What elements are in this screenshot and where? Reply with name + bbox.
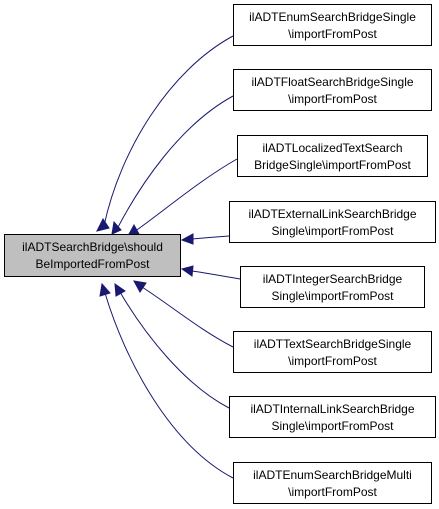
node-text-search-bridge-single[interactable]: ilADTTextSearchBridgeSingle \importFromP… (233, 331, 432, 373)
edge-enum-single (96, 35, 234, 232)
node-enum-search-bridge-single[interactable]: ilADTEnumSearchBridgeSingle \importFromP… (233, 4, 432, 46)
edge-internal-link (114, 282, 230, 409)
node-label-line1: ilADTInternalLinkSearchBridge (250, 402, 414, 416)
node-external-link-search-bridge-single[interactable]: ilADTExternalLinkSearchBridge Single\imp… (229, 201, 436, 243)
node-label-line2: Single\importFromPost (271, 419, 394, 433)
edges (96, 35, 241, 479)
node-label-line1: ilADTEnumSearchBridgeMulti (253, 468, 412, 482)
node-label-line2: \importFromPost (288, 354, 377, 368)
node-label-line1: ilADTIntegerSearchBridge (263, 272, 403, 286)
node-label-line2: Single\importFromPost (271, 224, 394, 238)
node-label-line1: ilADTExternalLinkSearchBridge (248, 207, 416, 221)
main-node[interactable]: ilADTSearchBridge\should BeImportedFromP… (4, 234, 181, 277)
node-label-line1: ilADTTextSearchBridgeSingle (254, 337, 412, 351)
node-enum-search-bridge-multi[interactable]: ilADTEnumSearchBridgeMulti \importFromPo… (233, 462, 432, 504)
edge-localized-text (127, 158, 238, 237)
edge-external-link (180, 233, 230, 245)
edge-text-single (133, 280, 234, 348)
node-internal-link-search-bridge-single[interactable]: ilADTInternalLinkSearchBridge Single\imp… (229, 396, 436, 438)
node-label-line2: BridgeSingle\importFromPost (254, 158, 411, 172)
node-label-line1: ilADTLocalizedTextSearch (262, 141, 402, 155)
edge-integer (180, 265, 241, 280)
node-label-line2: \importFromPost (288, 485, 377, 499)
node-float-search-bridge-single[interactable]: ilADTFloatSearchBridgeSingle \importFrom… (233, 69, 432, 111)
node-label-line1: ilADTFloatSearchBridgeSingle (251, 75, 413, 89)
node-localized-text-search-bridge-single[interactable]: ilADTLocalizedTextSearch BridgeSingle\im… (237, 135, 428, 177)
main-node-line1: ilADTSearchBridge\should (22, 240, 163, 254)
node-label-line2: \importFromPost (288, 27, 377, 41)
node-label-line2: \importFromPost (288, 92, 377, 106)
node-integer-search-bridge-single[interactable]: ilADTIntegerSearchBridge Single\importFr… (240, 266, 425, 308)
edge-float-single (111, 95, 234, 235)
node-label-line2: Single\importFromPost (271, 289, 394, 303)
main-node-line2: BeImportedFromPost (35, 257, 150, 271)
node-label-line1: ilADTEnumSearchBridgeSingle (249, 10, 416, 24)
edge-enum-multi (99, 282, 234, 479)
